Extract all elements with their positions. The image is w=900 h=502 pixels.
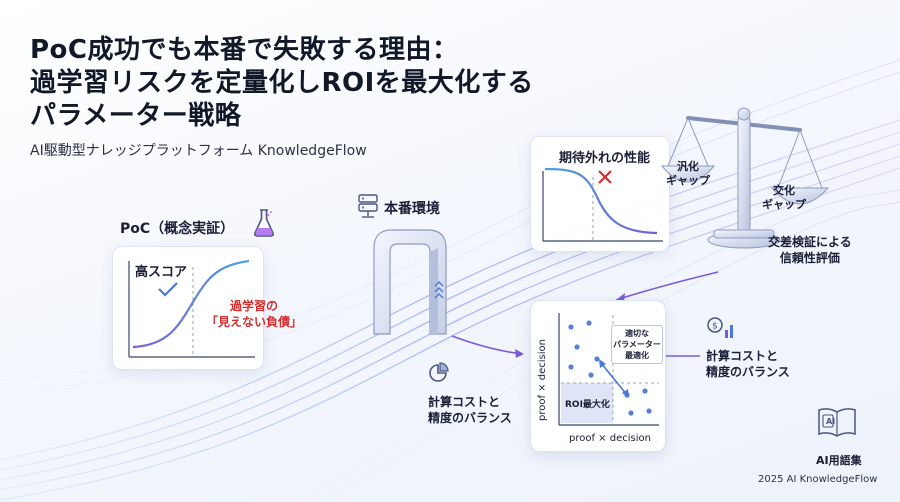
optimal-parameter-tag: 適切な パラメーター 最適化	[611, 325, 663, 364]
high-score-label: 高スコア	[135, 265, 188, 280]
cost-growth-icon: $	[707, 317, 733, 338]
footer-copyright: 2025 AI KnowledgeFlow	[758, 474, 878, 485]
glossary-icon-text: AI	[826, 417, 836, 426]
cost-accuracy-balance-left-line-1: 計算コストと	[428, 395, 501, 409]
poc-card: 高スコア	[112, 246, 264, 370]
optimal-parameter-tag-line-3: 最適化	[625, 351, 649, 360]
cost-accuracy-balance-left-line-2: 精度のバランス	[428, 411, 512, 425]
cross-validation-caption-line-2: 信頼性評価	[779, 251, 840, 265]
cross-validation-caption: 交差検証による 信頼性評価	[768, 234, 852, 266]
optimal-parameter-tag-line-1: 適切な	[625, 329, 649, 338]
parameter-matrix-plot	[558, 313, 659, 426]
cross-icon	[598, 170, 612, 184]
svg-text:$: $	[712, 322, 718, 332]
production-heading: 本番環境	[384, 201, 440, 217]
cost-accuracy-balance-right: 計算コストと 精度のバランス	[706, 348, 790, 380]
optimal-parameter-tag-line-2: パラメーター	[613, 340, 661, 349]
unexpected-performance-card: 期待外れの性能	[530, 136, 670, 252]
overfitting-warning: 過学習の 「見えない負債」	[206, 298, 302, 330]
flask-icon	[254, 209, 274, 237]
matrix-y-axis-label: proof × decision	[537, 339, 548, 421]
declining-performance-curve	[542, 167, 663, 242]
unexpected-performance-heading: 期待外れの性能	[559, 151, 651, 166]
matrix-x-axis-label: proof × decision	[569, 433, 651, 444]
balance-scale	[660, 107, 830, 249]
cost-accuracy-balance-left: 計算コストと 精度のバランス	[428, 394, 512, 426]
title-line-2: 過学習リスクを定量化しROIを最大化する	[30, 68, 534, 98]
cross-validation-caption-line-1: 交差検証による	[768, 235, 852, 249]
right-pan-label-line-2: ギャップ	[762, 198, 806, 211]
poc-score-curve	[128, 259, 255, 358]
book-icon	[818, 408, 856, 437]
glossary-label[interactable]: AI用語集	[816, 454, 862, 467]
overfitting-warning-line-1: 過学習の	[230, 299, 279, 313]
left-pan-label: 汎化 ギャップ	[666, 160, 710, 188]
cost-accuracy-balance-right-line-2: 精度のバランス	[706, 365, 790, 379]
title-line-1: PoC成功でも本番で失敗する理由：	[30, 35, 459, 65]
overfitting-warning-line-2: 「見えない負債」	[206, 315, 303, 329]
roi-maximize-label: ROI最大化	[565, 400, 610, 410]
left-pan-label-line-2: ギャップ	[666, 174, 710, 187]
left-pan-label-line-1: 汎化	[677, 160, 699, 173]
subtitle: AI駆動型ナレッジプラットフォーム KnowledgeFlow	[30, 143, 367, 159]
pie-chart-icon	[429, 362, 449, 382]
right-pan-label: 交化 ギャップ	[762, 184, 806, 212]
parameter-matrix-card: proof × decision proof × decision 適切な パラ…	[530, 300, 666, 452]
title-line-3: パラメーター戦略	[30, 101, 242, 131]
poc-heading: PoC（概念実証）	[120, 221, 235, 237]
cost-accuracy-balance-right-line-1: 計算コストと	[706, 349, 779, 363]
check-icon	[158, 282, 178, 297]
right-pan-label-line-1: 交化	[773, 184, 795, 197]
page-title: PoC成功でも本番で失敗する理由： 過学習リスクを定量化しROIを最大化する パ…	[30, 34, 550, 133]
production-gate	[373, 229, 447, 335]
server-icon	[358, 194, 378, 218]
